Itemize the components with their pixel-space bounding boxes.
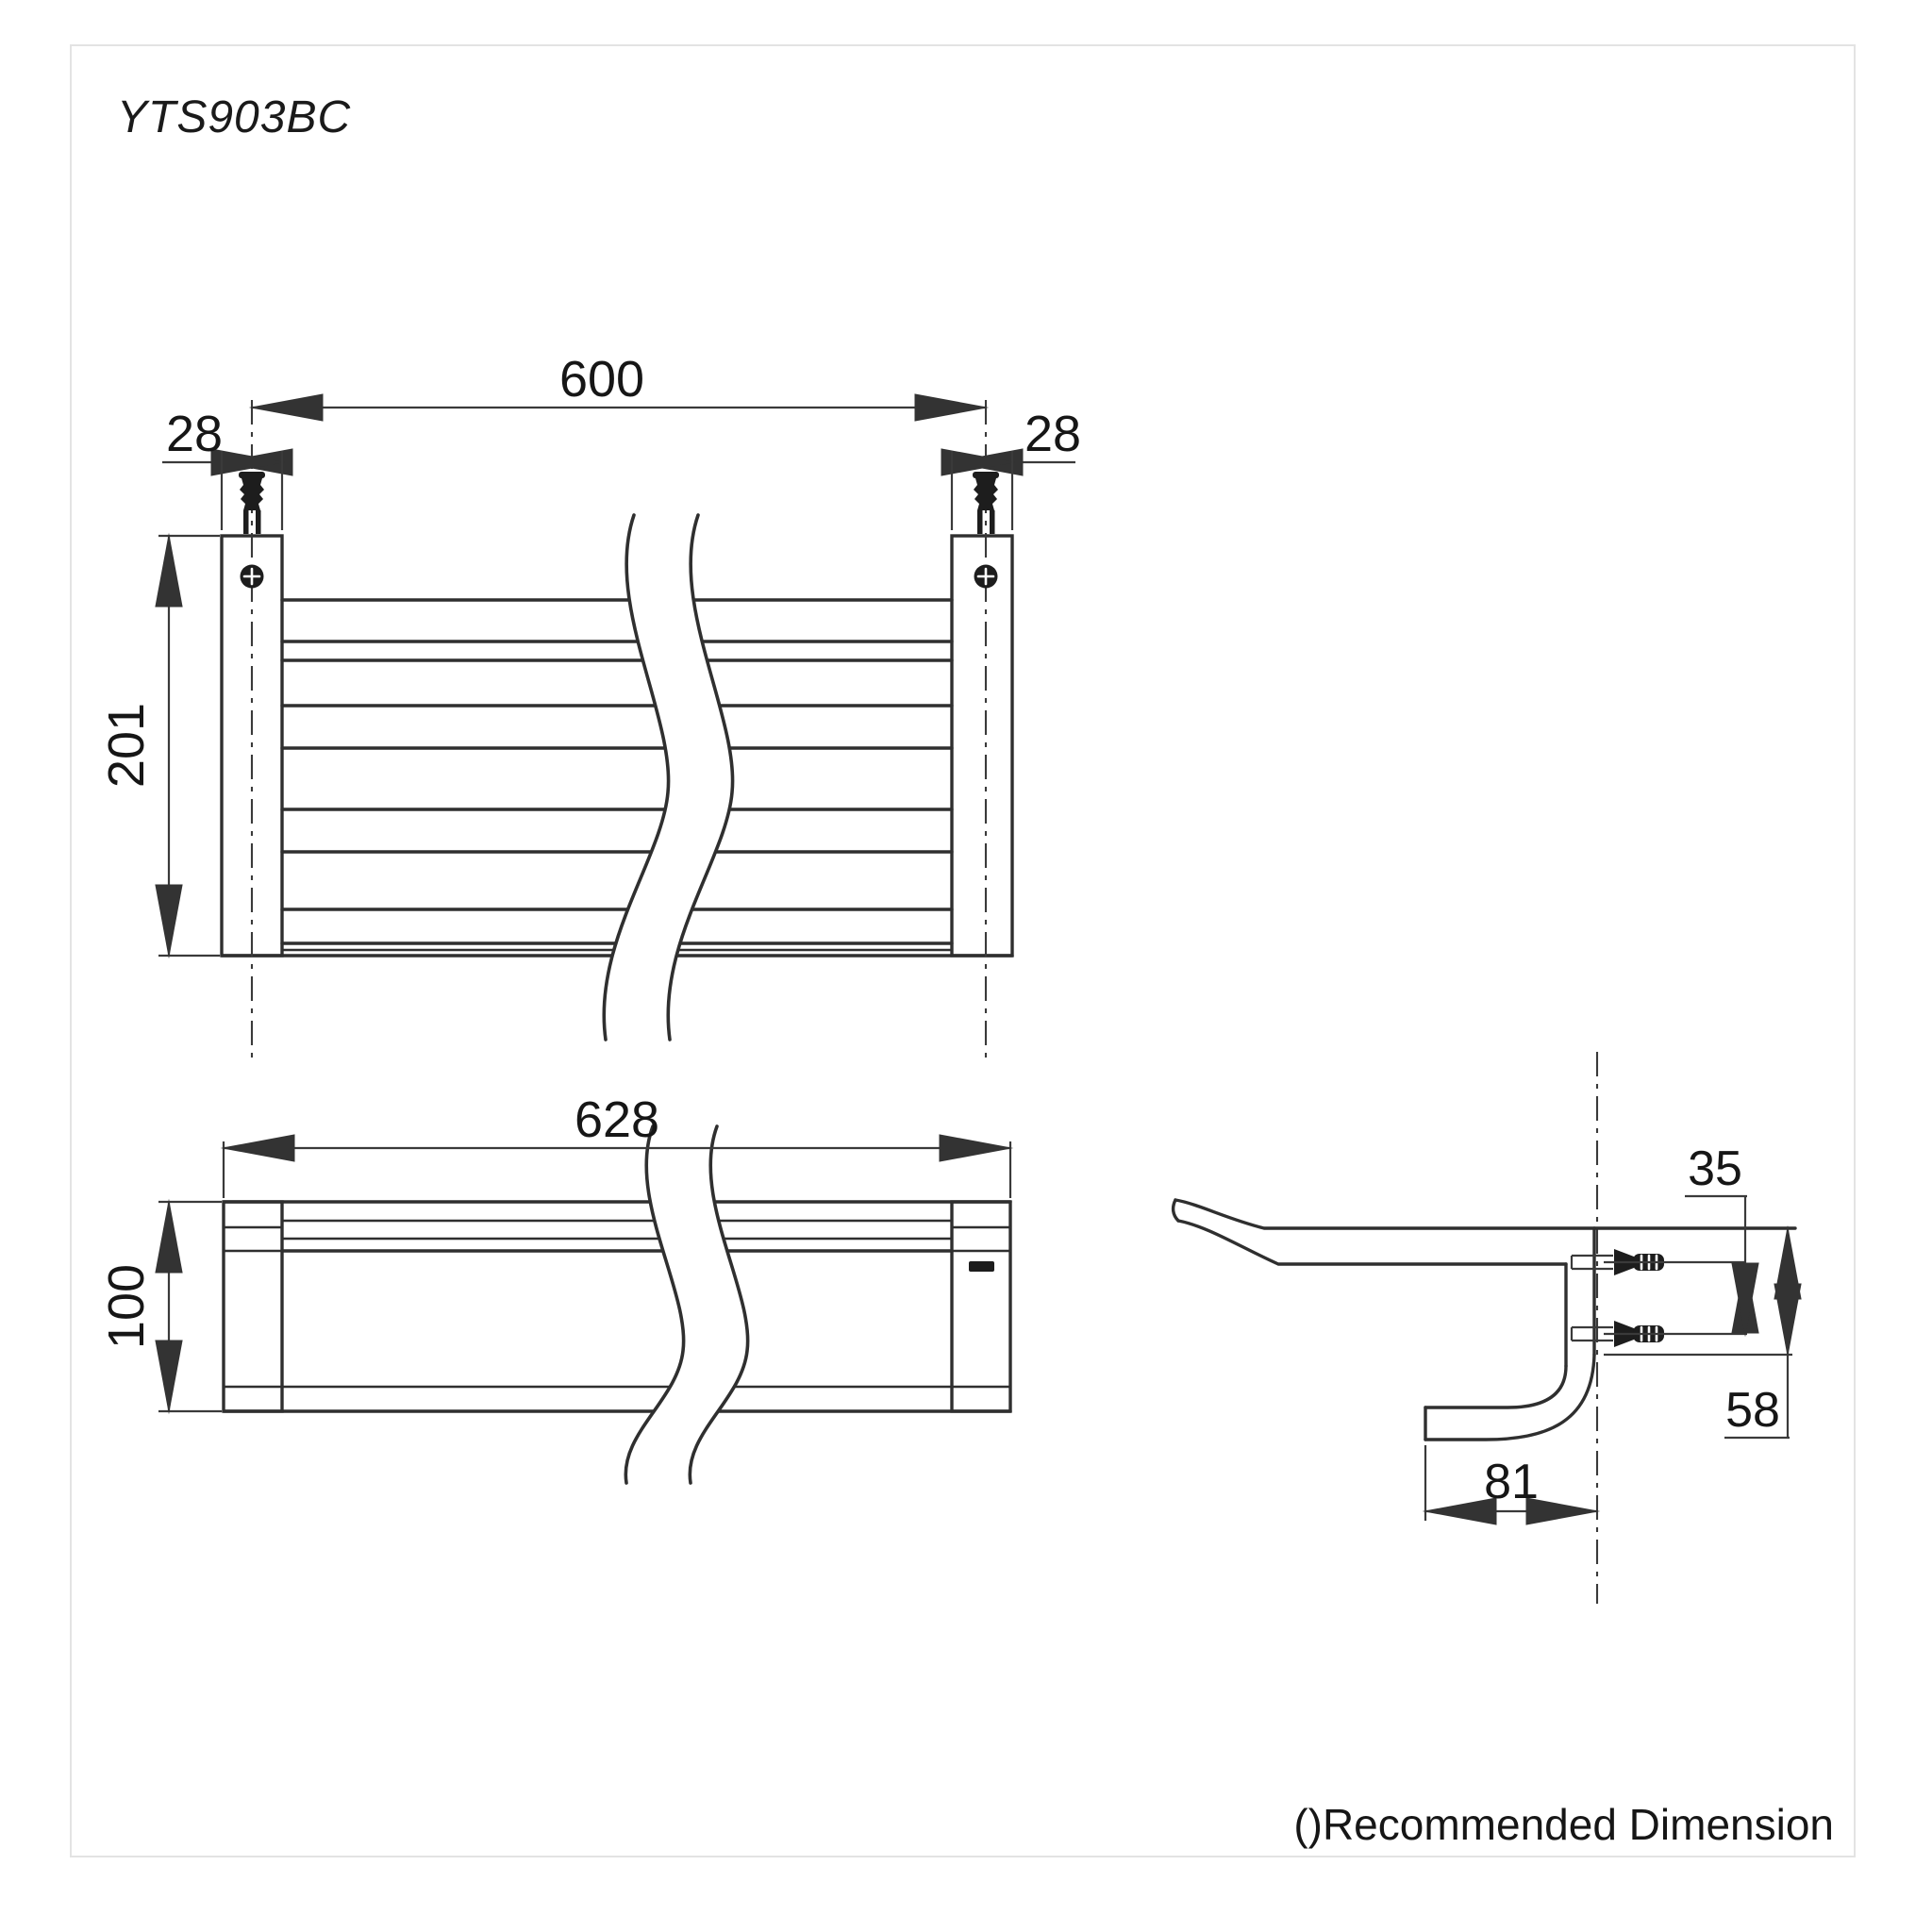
dim-58-label: 58 bbox=[1725, 1383, 1780, 1438]
screw-head-icon bbox=[240, 564, 264, 589]
dim-600-label: 600 bbox=[559, 351, 644, 408]
break-band bbox=[625, 1126, 748, 1483]
right-post bbox=[950, 534, 1014, 958]
dim-81: 81 bbox=[1422, 1445, 1601, 1525]
dim-81-label: 81 bbox=[1484, 1455, 1539, 1509]
dim-28-right: 28 bbox=[941, 406, 1081, 530]
dim-58: 58 bbox=[1724, 1224, 1802, 1440]
page-title: YTS903BC bbox=[117, 92, 351, 142]
dim-35: 35 bbox=[1685, 1141, 1759, 1338]
dim-600: 600 bbox=[248, 351, 990, 422]
towel-rails bbox=[220, 598, 1014, 958]
break-line-right bbox=[688, 1124, 750, 1485]
dim-28-right-label: 28 bbox=[1024, 406, 1081, 462]
break-line-left bbox=[602, 513, 671, 1041]
dim-628: 628 bbox=[220, 1091, 1014, 1198]
dim-35-label: 35 bbox=[1688, 1141, 1742, 1196]
dim-28-left-label: 28 bbox=[166, 406, 223, 462]
dim-201-label: 201 bbox=[98, 703, 155, 788]
left-end-cap bbox=[222, 1200, 284, 1413]
break-line-left bbox=[624, 1124, 686, 1485]
dim-628-label: 628 bbox=[575, 1091, 659, 1148]
top-view: 628 100 bbox=[98, 1091, 1014, 1485]
front-view: 600 28 28 201 bbox=[98, 351, 1081, 1064]
right-end-cap bbox=[950, 1200, 1012, 1413]
shelf-profile bbox=[1171, 1198, 1797, 1441]
dim-100-label: 100 bbox=[98, 1264, 155, 1349]
mounting-slot bbox=[969, 1261, 994, 1272]
shelf-plan-lines bbox=[222, 1200, 1012, 1413]
page-frame bbox=[70, 44, 1856, 1857]
screw-head-icon bbox=[974, 564, 998, 589]
footer-note: ()Recommended Dimension bbox=[1293, 1800, 1834, 1849]
break-line-right bbox=[666, 513, 735, 1041]
dim-201: 201 bbox=[98, 532, 220, 959]
break-band bbox=[604, 515, 733, 1040]
side-view: 35 58 81 bbox=[1171, 1052, 1802, 1604]
dim-100: 100 bbox=[98, 1198, 222, 1415]
dim-28-left: 28 bbox=[162, 406, 293, 530]
